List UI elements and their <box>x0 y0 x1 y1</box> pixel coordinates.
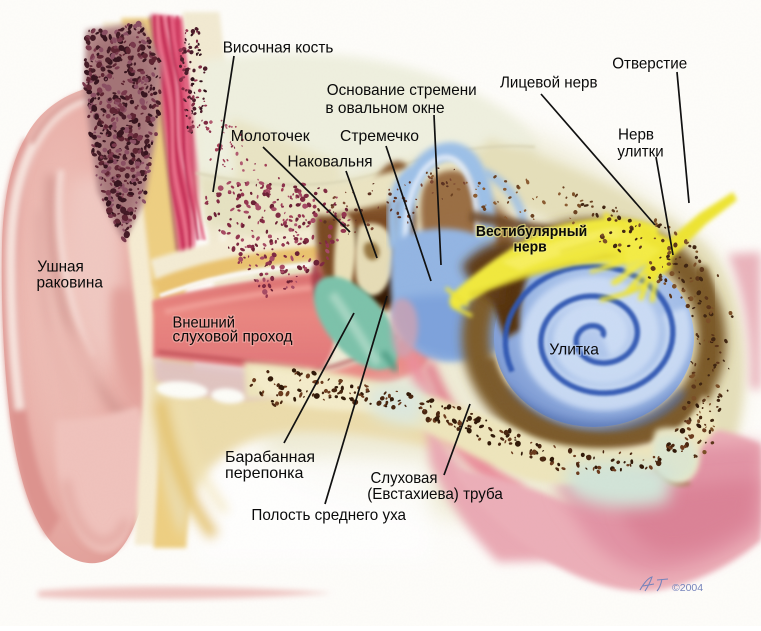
svg-text:©2004: ©2004 <box>672 582 703 594</box>
svg-text:(Евстахиева) труба: (Евстахиева) труба <box>367 486 503 503</box>
svg-text:Барабанная: Барабанная <box>225 449 315 466</box>
svg-text:перепонка: перепонка <box>225 465 304 482</box>
svg-text:нерв: нерв <box>514 239 547 256</box>
svg-text:Слуховая: Слуховая <box>371 470 438 487</box>
svg-text:улитки: улитки <box>617 144 663 161</box>
svg-text:Полость среднего уха: Полость среднего уха <box>251 507 406 524</box>
svg-text:Височная кость: Височная кость <box>223 39 334 56</box>
svg-text:Вестибулярный: Вестибулярный <box>476 223 587 240</box>
svg-text:Отверстие: Отверстие <box>612 56 687 73</box>
svg-text:Улитка: Улитка <box>549 342 599 359</box>
svg-text:Стремечко: Стремечко <box>340 128 419 145</box>
svg-text:Лицевой нерв: Лицевой нерв <box>500 75 598 92</box>
svg-text:слуховой проход: слуховой проход <box>173 329 294 346</box>
svg-text:Внешний: Внешний <box>173 315 236 332</box>
svg-text:Наковальня: Наковальня <box>288 154 373 171</box>
svg-text:Нерв: Нерв <box>618 127 654 144</box>
svg-text:Основание стремени: Основание стремени <box>327 82 477 99</box>
svg-text:раковина: раковина <box>37 275 103 292</box>
svg-text:Ушная: Ушная <box>37 259 84 276</box>
svg-text:в овальном окне: в овальном окне <box>325 100 444 117</box>
svg-text:Молоточек: Молоточек <box>231 128 311 145</box>
